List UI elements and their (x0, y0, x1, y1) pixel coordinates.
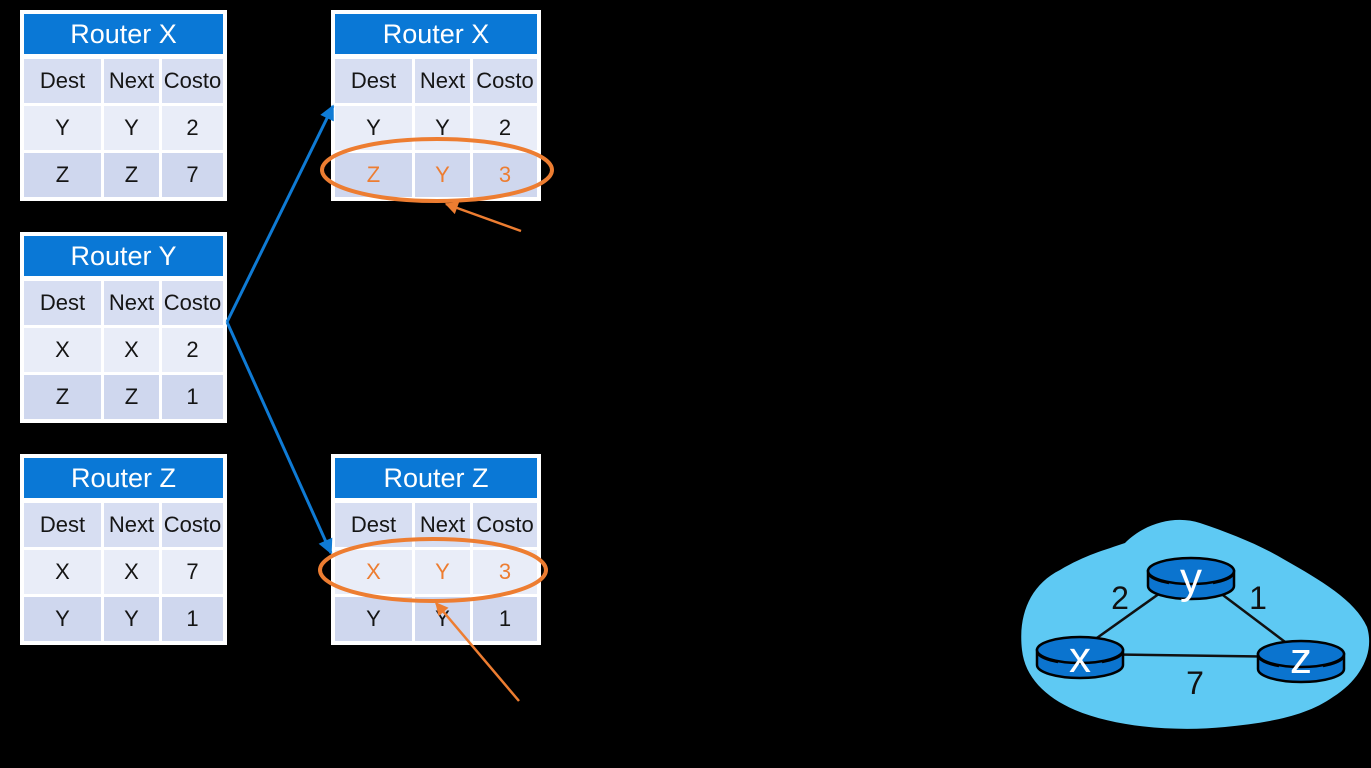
cell-next: Y (415, 153, 470, 197)
cell-dest: Z (24, 153, 101, 197)
col-header-next: Next (415, 59, 470, 103)
table-header-row: Dest Next Costo (24, 281, 223, 325)
routing-table-z-updated: Router Z Dest Next Costo X Y 3 Y Y 1 (331, 454, 541, 645)
cell-dest: Y (24, 597, 101, 641)
link-y-z (1190, 570, 1302, 655)
cell-cost: 7 (162, 550, 223, 594)
col-header-dest: Dest (335, 503, 412, 547)
table-header-row: Dest Next Costo (24, 503, 223, 547)
cell-cost: 1 (473, 597, 537, 641)
router-node-y: y (1146, 554, 1236, 603)
col-header-dest: Dest (24, 59, 101, 103)
table-row: Y Y 2 (335, 106, 537, 150)
table-title: Router X (335, 14, 537, 54)
col-header-cost: Costo (162, 281, 223, 325)
router-cylinder-icon (1256, 652, 1346, 684)
table-header-row: Dest Next Costo (335, 59, 537, 103)
table-title: Router X (24, 14, 223, 54)
router-cylinder-top (1146, 556, 1236, 586)
cell-next: Y (104, 106, 159, 150)
cell-dest: Z (24, 375, 101, 419)
link-cost-x-z: 7 (1186, 665, 1204, 701)
table-row-highlighted: X Y 3 (335, 550, 537, 594)
callout-arrow-x-new-route (444, 201, 522, 233)
cell-next: Z (104, 375, 159, 419)
table-row: X X 7 (24, 550, 223, 594)
router-node-x: x (1035, 633, 1125, 682)
node-label-y: y (1180, 554, 1202, 603)
update-arrow-y-to-x (225, 104, 335, 323)
table-row: Z Z 7 (24, 153, 223, 197)
router-rim (1322, 657, 1344, 668)
table-title: Router Z (335, 458, 537, 498)
cell-next: Z (104, 153, 159, 197)
col-header-next: Next (104, 281, 159, 325)
col-header-next: Next (415, 503, 470, 547)
cell-next: Y (415, 106, 470, 150)
routing-table-y-initial: Router Y Dest Next Costo X X 2 Z Z 1 (20, 232, 227, 423)
cell-dest: Z (335, 153, 412, 197)
router-rim (1101, 653, 1123, 664)
cell-cost: 1 (162, 375, 223, 419)
routing-table-x-updated: Router X Dest Next Costo Y Y 2 Z Y 3 (331, 10, 541, 201)
col-header-next: Next (104, 503, 159, 547)
table-header-row: Dest Next Costo (24, 59, 223, 103)
link-x-y (1079, 569, 1192, 652)
cell-next: Y (104, 597, 159, 641)
cell-dest: Y (335, 106, 412, 150)
table-header-row: Dest Next Costo (335, 503, 537, 547)
cell-cost: 7 (162, 153, 223, 197)
cell-cost: 2 (162, 106, 223, 150)
cell-cost: 1 (162, 597, 223, 641)
col-header-cost: Costo (162, 59, 223, 103)
col-header-dest: Dest (24, 281, 101, 325)
table-row: Y Y 1 (335, 597, 537, 641)
col-header-cost: Costo (473, 503, 537, 547)
col-header-dest: Dest (335, 59, 412, 103)
routing-table-x-initial: Router X Dest Next Costo Y Y 2 Z Z 7 (20, 10, 227, 201)
network-topology: 2 1 7 y x z (1021, 519, 1370, 729)
table-title: Router Y (24, 236, 223, 276)
router-cylinder-top (1035, 635, 1125, 665)
router-rim (1212, 574, 1234, 585)
node-label-x: x (1069, 633, 1091, 682)
col-header-next: Next (104, 59, 159, 103)
router-node-z: z (1256, 634, 1346, 684)
cell-cost: 2 (473, 106, 537, 150)
cell-cost: 3 (473, 550, 537, 594)
router-rim (1037, 653, 1059, 664)
router-rim (1148, 574, 1170, 585)
router-rim (1258, 657, 1280, 668)
table-row: Y Y 2 (24, 106, 223, 150)
table-row: Y Y 1 (24, 597, 223, 641)
network-cloud (1021, 519, 1370, 729)
col-header-cost: Costo (162, 503, 223, 547)
cell-next: X (104, 550, 159, 594)
cell-next: Y (415, 597, 470, 641)
table-row: X X 2 (24, 328, 223, 372)
cell-dest: Y (335, 597, 412, 641)
table-title: Router Z (24, 458, 223, 498)
table-row-highlighted: Z Y 3 (335, 153, 537, 197)
link-cost-x-y: 2 (1111, 580, 1129, 616)
link-x-z (1079, 652, 1302, 659)
cell-next: X (104, 328, 159, 372)
update-arrow-y-to-z (225, 321, 333, 555)
cell-dest: X (24, 328, 101, 372)
router-cylinder-icon (1035, 648, 1125, 680)
col-header-cost: Costo (473, 59, 537, 103)
cell-next: Y (415, 550, 470, 594)
node-label-z: z (1290, 634, 1312, 683)
cell-cost: 2 (162, 328, 223, 372)
link-cost-y-z: 1 (1249, 580, 1267, 616)
cell-dest: Y (24, 106, 101, 150)
router-cylinder-top (1256, 639, 1346, 669)
cell-dest: X (24, 550, 101, 594)
cell-dest: X (335, 550, 412, 594)
router-cylinder-icon (1146, 569, 1236, 601)
col-header-dest: Dest (24, 503, 101, 547)
table-row: Z Z 1 (24, 375, 223, 419)
cell-cost: 3 (473, 153, 537, 197)
routing-table-z-initial: Router Z Dest Next Costo X X 7 Y Y 1 (20, 454, 227, 645)
